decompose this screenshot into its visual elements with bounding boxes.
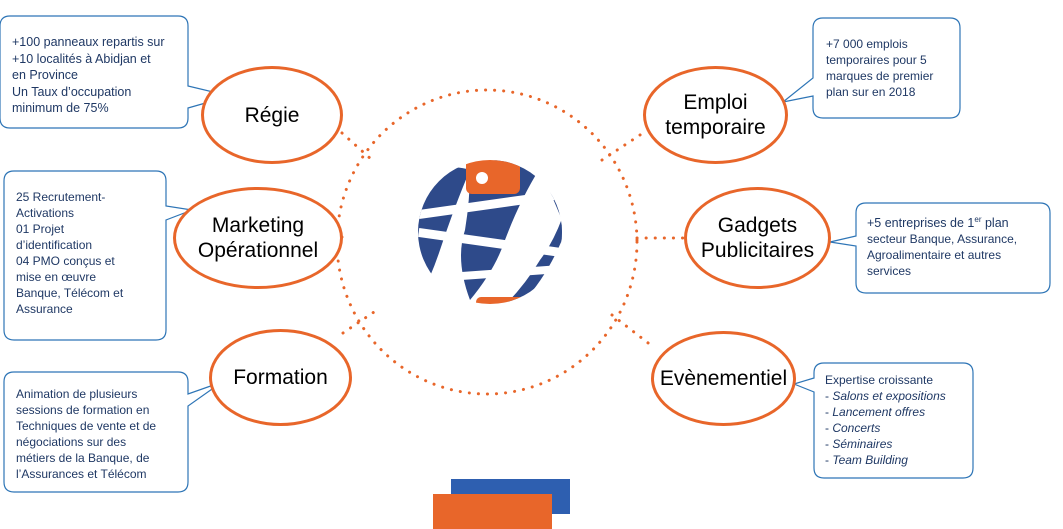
node-emploi-label: Emploi temporaire bbox=[665, 91, 766, 139]
node-gadgets-label: Gadgets Publicitaires bbox=[700, 214, 815, 262]
callout-emploi-text: +7 000 emplois temporaires pour 5 marque… bbox=[826, 37, 934, 99]
decorative-orange-bar bbox=[433, 494, 552, 529]
globe-logo-icon bbox=[418, 160, 562, 304]
node-marketing-label: Marketing Opérationnel bbox=[197, 214, 319, 262]
callout-evenementiel-heading: Expertise croissante bbox=[825, 373, 934, 387]
callout-evenementiel-text: Expertise croissante Salons et expositio… bbox=[825, 372, 973, 468]
callout-gadgets-line1: +5 entreprises de 1er plan bbox=[867, 214, 1009, 230]
callout-shape-gadgets bbox=[829, 202, 1051, 294]
list-item: Séminaires bbox=[825, 436, 973, 452]
callout-evenementiel-list: Salons et expositions Lancement offres C… bbox=[825, 388, 973, 468]
connector-regie bbox=[340, 131, 374, 162]
node-gadgets: Gadgets Publicitaires bbox=[684, 187, 831, 289]
callout-shape-emploi bbox=[782, 17, 961, 119]
node-emploi: Emploi temporaire bbox=[643, 66, 788, 164]
callout-shape-marketing bbox=[3, 170, 195, 341]
list-item: Salons et expositions bbox=[825, 388, 973, 404]
callout-shape-formation bbox=[3, 371, 223, 493]
node-formation-label: Formation bbox=[233, 366, 328, 389]
callout-gadgets-rest: secteur Banque, Assurance, Agroalimentai… bbox=[867, 232, 1018, 278]
callout-gadgets-text: +5 entreprises de 1er plan secteur Banqu… bbox=[867, 215, 1047, 279]
node-marketing: Marketing Opérationnel bbox=[173, 187, 343, 289]
callout-regie-text: +100 panneaux repartis sur +10 localités… bbox=[12, 35, 165, 115]
connector-emploi bbox=[600, 131, 645, 162]
node-regie-label: Régie bbox=[244, 103, 300, 127]
node-evenementiel-label: Evènementiel bbox=[659, 367, 788, 390]
callout-formation-text: Animation de plusieurs sessions de forma… bbox=[16, 387, 157, 481]
callout-marketing-text: 25 Recrutement- Activations 01 Projet d’… bbox=[16, 190, 124, 316]
callout-shape-regie bbox=[0, 15, 233, 129]
node-evenementiel: Evènementiel bbox=[651, 331, 796, 426]
connector-formation bbox=[341, 310, 376, 335]
node-formation: Formation bbox=[209, 329, 352, 426]
list-item: Concerts bbox=[825, 420, 973, 436]
connector-evenementiel bbox=[610, 313, 654, 348]
list-item: Lancement offres bbox=[825, 404, 973, 420]
node-regie: Régie bbox=[201, 66, 343, 164]
list-item: Team Building bbox=[825, 452, 973, 468]
